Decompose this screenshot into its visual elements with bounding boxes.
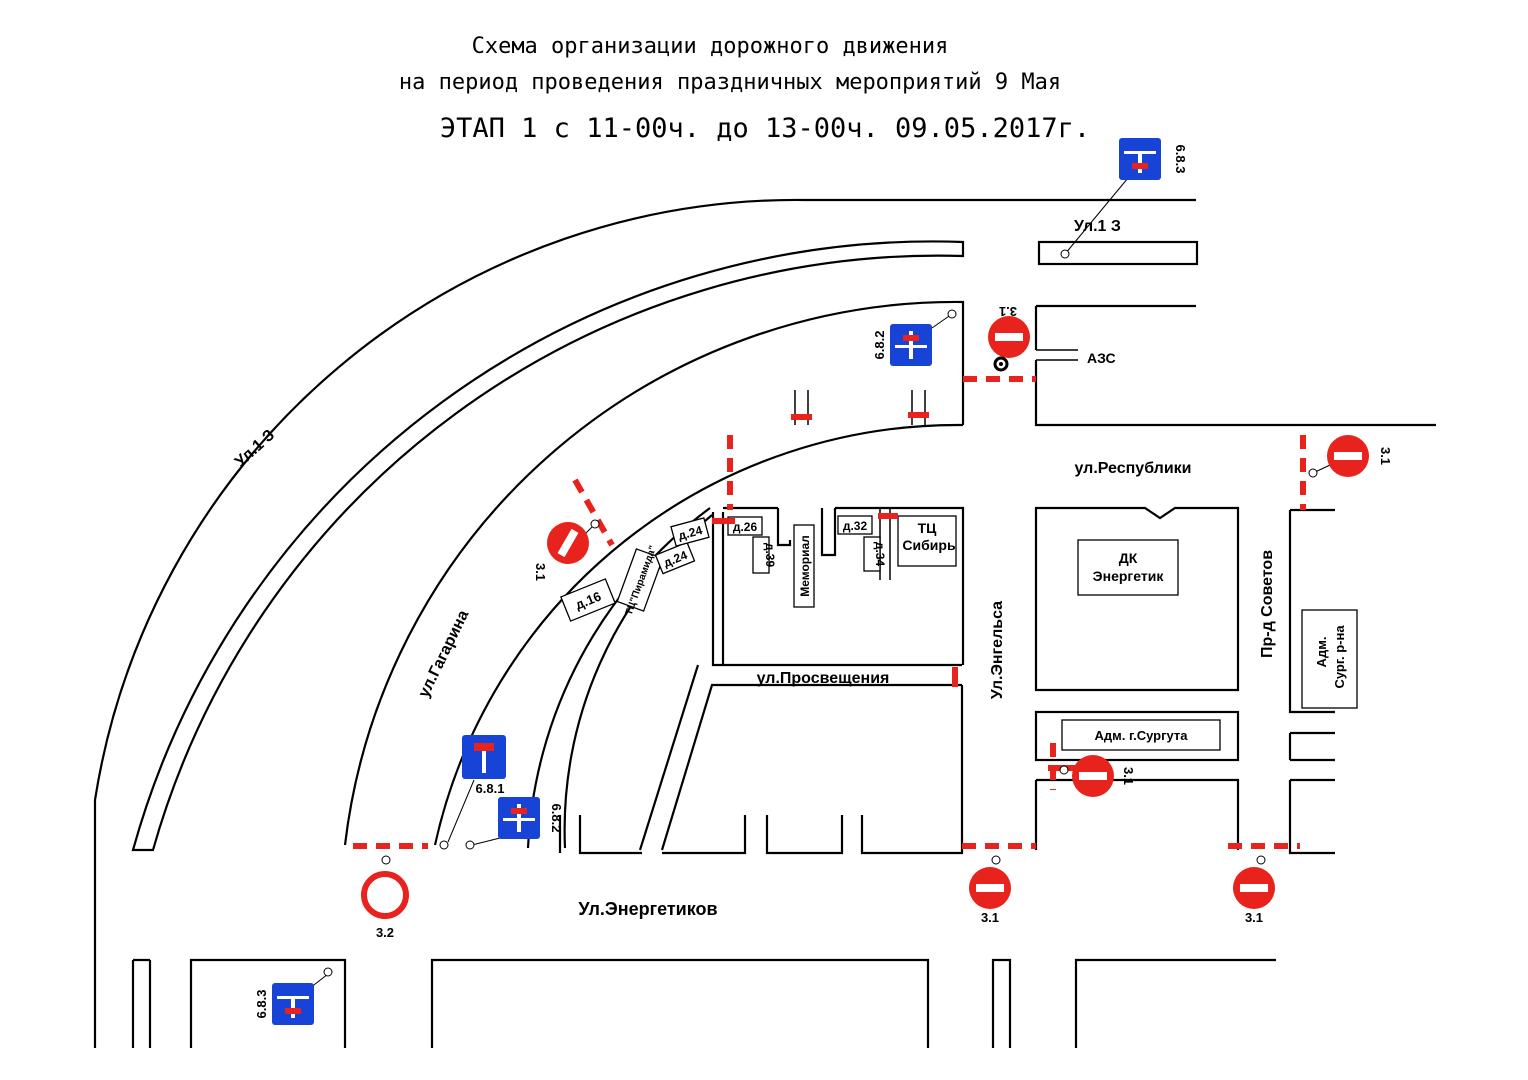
label-d32: д.32	[843, 519, 868, 533]
road-signs: 6.8.3 6.8.2 3.1 3.1 3.1	[254, 138, 1393, 1025]
building-memorial	[793, 524, 815, 608]
street-engelsa: Ул.Энгельса	[989, 601, 1006, 699]
sign-31-respubliki-code: 3.1	[1378, 447, 1393, 465]
sign-681-code: 6.8.1	[476, 781, 505, 796]
label-d34: д.34	[873, 542, 887, 567]
label-sibir: Сибирь	[902, 537, 956, 553]
label-tc: ТЦ	[918, 520, 938, 536]
header-subtitle: на период проведения праздничных меропри…	[399, 70, 1061, 95]
building-tc-piramida	[616, 548, 664, 612]
sign-31-sovetov-code: 3.1	[1245, 910, 1263, 925]
road-closures	[353, 376, 1306, 849]
sign-31-sovetov: 3.1	[1233, 855, 1275, 925]
closure-gagarina	[572, 478, 615, 547]
sign-31-adm: 3.1	[1059, 755, 1136, 797]
sign-31-azs: 3.1	[988, 304, 1030, 372]
header-stage: ЭТАП 1 с 11-00ч. до 13-00ч. 09.05.2017г.	[440, 113, 1090, 144]
street-ul13-arc: Ул.1 З	[232, 427, 278, 471]
street-energetikov: Ул.Энергетиков	[578, 899, 717, 919]
sign-32: 3.2	[361, 855, 409, 940]
building-d24a	[670, 517, 710, 547]
label-memorial: Мемориал	[798, 535, 812, 597]
building-d26	[727, 516, 763, 536]
street-gagarina: ул.Гагарина	[416, 608, 473, 701]
building-d34	[863, 536, 881, 572]
building-d39	[752, 536, 770, 574]
building-adm-surg-rn	[1301, 609, 1358, 709]
building-d32	[837, 515, 873, 535]
street-prosvescheniya: ул.Просвещения	[757, 670, 890, 687]
sign-31-respubliki: 3.1	[1308, 435, 1393, 478]
road-network	[93, 198, 1436, 1048]
header: Схема организации дорожного движения на …	[399, 34, 1090, 144]
building-d16	[560, 578, 616, 622]
sign-683-bottom: 6.8.3	[254, 967, 333, 1025]
label-d26: д.26	[733, 520, 758, 534]
street-ul13-top: Ул.1 З	[1074, 218, 1121, 235]
sign-32-code: 3.2	[376, 925, 394, 940]
sign-683-top-code: 6.8.3	[1173, 145, 1188, 174]
sign-682-top-code: 6.8.2	[872, 331, 887, 360]
sign-683-bottom-code: 6.8.3	[254, 990, 269, 1019]
label-energetik: Энергетик	[1093, 568, 1165, 584]
sign-681: 6.8.1	[439, 735, 506, 850]
sign-31-engelsa-code: 3.1	[981, 910, 999, 925]
building-dk-energetik	[1077, 539, 1179, 596]
label-azs: АЗС	[1087, 350, 1116, 366]
building-adm-surguta	[1061, 719, 1221, 751]
label-adm-rn-1: Адм.	[1314, 637, 1329, 668]
buildings: ДК Энергетик ТЦ Сибирь Мемориал Адм. г.С…	[560, 350, 1358, 751]
sign-31-engelsa: 3.1	[969, 855, 1011, 925]
label-dk: ДК	[1119, 550, 1138, 566]
sign-31-adm-code: 3.1	[1121, 767, 1136, 785]
sign-31-gagarina: 3.1	[533, 514, 600, 581]
building-d24b	[654, 541, 696, 575]
sign-682-bottom-code: 6.8.2	[549, 804, 564, 833]
header-title: Схема организации дорожного движения	[472, 34, 949, 59]
sign-683-top: 6.8.3	[1060, 138, 1188, 259]
sign-682-top: 6.8.2	[872, 309, 957, 366]
label-d39: д.39	[763, 543, 777, 568]
label-d24a: д.24	[677, 523, 704, 543]
label-adm-surguta: Адм. г.Сургута	[1095, 728, 1189, 743]
building-tc-sibir	[897, 515, 957, 567]
street-sovetov: Пр-д Советов	[1259, 550, 1276, 658]
sign-31-gagarina-code: 3.1	[533, 563, 548, 581]
label-adm-rn-2: Сург. р-на	[1332, 625, 1347, 689]
sign-31-azs-code: 3.1	[999, 304, 1017, 319]
street-respubliki: ул.Республики	[1074, 460, 1191, 477]
sign-682-bottom: 6.8.2	[465, 797, 564, 850]
